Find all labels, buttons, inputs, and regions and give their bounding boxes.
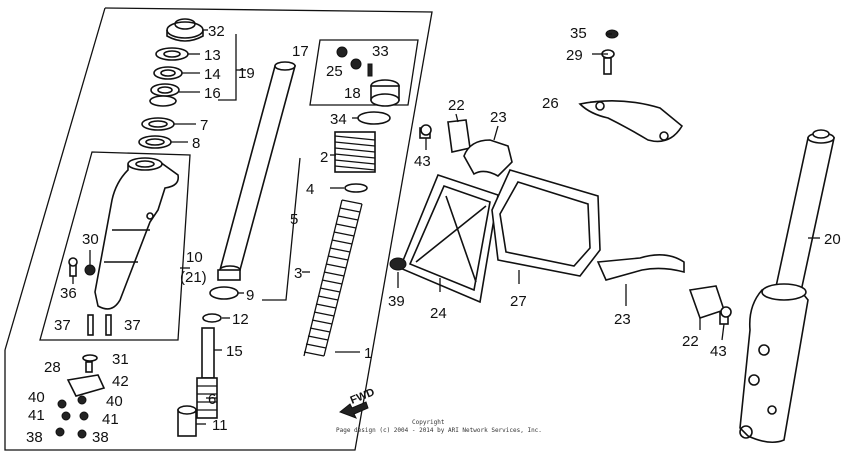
rings-7-8 bbox=[138, 117, 175, 149]
part-label-l23b: 23 bbox=[614, 311, 631, 328]
bracket-23b bbox=[596, 254, 685, 281]
part-label-l35: 35 bbox=[570, 25, 587, 42]
part-label-l41a: 41 bbox=[28, 407, 45, 424]
part-label-l37b: 37 bbox=[124, 317, 141, 334]
part-label-l30: 30 bbox=[82, 231, 99, 248]
part-label-l32: 32 bbox=[208, 23, 225, 40]
part-label-l25: 25 bbox=[326, 63, 343, 80]
dust-seal-32 bbox=[166, 18, 204, 42]
top-bridge-26 bbox=[578, 100, 684, 143]
part-label-l34: 34 bbox=[330, 111, 347, 128]
part-label-l36: 36 bbox=[60, 285, 77, 302]
part-label-l31: 31 bbox=[112, 351, 129, 368]
ring-9 bbox=[209, 286, 239, 300]
part-label-l42: 42 bbox=[112, 373, 129, 390]
part-label-l41b: 41 bbox=[102, 411, 119, 428]
forward-arrow-icon bbox=[339, 401, 369, 419]
part-label-l24: 24 bbox=[430, 305, 447, 322]
bracket-22-23-top bbox=[419, 119, 513, 177]
part-label-l21: (21) bbox=[180, 269, 207, 286]
bracket-22b bbox=[688, 285, 726, 320]
copyright-line2: Page design (c) 2004 - 2014 by ARI Netwo… bbox=[336, 427, 542, 434]
part-label-l37a: 37 bbox=[54, 317, 71, 334]
part-label-l20: 20 bbox=[824, 231, 841, 248]
part-label-l5: 5 bbox=[290, 211, 298, 228]
cap-18 bbox=[336, 46, 400, 107]
part-label-l29: 29 bbox=[566, 47, 583, 64]
copyright-line1: Copyright bbox=[412, 419, 445, 426]
part-label-l19: 19 bbox=[238, 65, 255, 82]
part-label-l23a: 23 bbox=[490, 109, 507, 126]
part-label-l16: 16 bbox=[204, 85, 221, 102]
bolt-30-36 bbox=[68, 257, 96, 277]
spring-2 bbox=[334, 131, 376, 173]
part-label-l22b: 22 bbox=[682, 333, 699, 350]
steering-stem-20 bbox=[739, 129, 835, 444]
part-label-l1: 1 bbox=[364, 345, 372, 362]
cap-group-box bbox=[309, 39, 419, 106]
bolt-43b bbox=[719, 306, 732, 325]
part-label-l38a: 38 bbox=[26, 429, 43, 446]
slider-group-box bbox=[39, 151, 191, 341]
part-label-l39: 39 bbox=[388, 293, 405, 310]
fork-assembly-frame bbox=[4, 7, 433, 451]
box-27 bbox=[491, 169, 601, 277]
part-label-l22a: 22 bbox=[448, 97, 465, 114]
part-label-l43b: 43 bbox=[710, 343, 727, 360]
part-label-l6: 6 bbox=[208, 391, 216, 408]
part-label-l8: 8 bbox=[192, 135, 200, 152]
part-label-l3: 3 bbox=[294, 265, 302, 282]
part-label-l4: 4 bbox=[306, 181, 314, 198]
hardware-bottom-left bbox=[55, 354, 106, 439]
part-label-l9: 9 bbox=[246, 287, 254, 304]
part-label-l14: 14 bbox=[204, 66, 221, 83]
part-label-l13: 13 bbox=[204, 47, 221, 64]
spring-3 bbox=[303, 199, 363, 357]
part-label-l27: 27 bbox=[510, 293, 527, 310]
bolt-29 bbox=[601, 49, 615, 75]
part-label-l38b: 38 bbox=[92, 429, 109, 446]
rings-13-16 bbox=[149, 47, 189, 107]
part-label-l43a: 43 bbox=[414, 153, 431, 170]
part-label-l28: 28 bbox=[44, 359, 61, 376]
part-label-l33: 33 bbox=[372, 43, 389, 60]
part-label-l12: 12 bbox=[232, 311, 249, 328]
part-label-l7: 7 bbox=[200, 117, 208, 134]
box-lid-24 bbox=[398, 174, 499, 304]
part-label-l40b: 40 bbox=[106, 393, 123, 410]
part-label-l18: 18 bbox=[344, 85, 361, 102]
part-label-l17: 17 bbox=[292, 43, 309, 60]
part-label-l11: 11 bbox=[212, 417, 228, 434]
fork-tube-5 bbox=[217, 61, 297, 281]
part-label-l26: 26 bbox=[542, 95, 559, 112]
fork-slider-10 bbox=[94, 157, 180, 310]
part-label-l40a: 40 bbox=[28, 389, 45, 406]
part-label-l2: 2 bbox=[320, 149, 328, 166]
part-label-l15: 15 bbox=[226, 343, 243, 360]
part-label-l10: 10 bbox=[186, 249, 203, 266]
